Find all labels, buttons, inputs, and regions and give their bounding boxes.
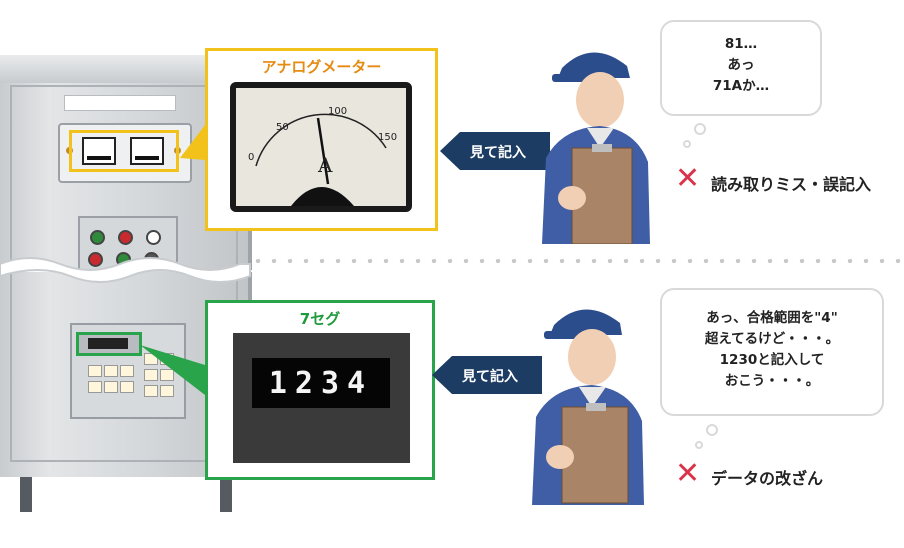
mistake-label-top: 読み取りミス・誤記入 <box>711 175 872 194</box>
look-and-record-arrow-top: 見て記入 <box>440 132 550 170</box>
keypad-key <box>120 381 134 393</box>
mini-segment-display <box>88 338 128 349</box>
look-and-record-label: 見て記入 <box>470 145 526 161</box>
thought-tail-dot <box>706 424 718 436</box>
meter-tick-label: 50 <box>276 122 289 133</box>
look-and-record-arrow-bottom: 見て記入 <box>432 356 542 394</box>
worker-clipboard-icon <box>542 52 650 244</box>
segment-display-screen: 1234 <box>252 358 390 408</box>
analog-meter-highlight <box>69 130 179 172</box>
machine-nameplate <box>64 95 176 111</box>
analog-meter-dial: 0 50 100 150 A <box>248 106 397 206</box>
red-button <box>118 230 133 245</box>
section-break-wave <box>0 257 251 283</box>
analog-meter-title: アナログメーター <box>261 58 382 76</box>
thought-tail-dot <box>694 123 706 135</box>
mini-analog-meter <box>82 137 116 165</box>
speech-line: おこう・・・。 <box>724 373 820 389</box>
thought-tail-dot <box>683 140 691 148</box>
speech-bubble-bottom: あっ、合格範囲を"4" 超えてるけど・・・。 1230と記入して おこう・・・。 <box>660 288 884 416</box>
segment-display-value: 1234 <box>268 365 374 401</box>
meter-tick-label: 100 <box>328 106 347 117</box>
segment-display-title: 7セグ <box>299 310 341 328</box>
worker-clipboard-icon <box>532 309 644 505</box>
keypad-key <box>160 385 174 397</box>
white-button <box>146 230 161 245</box>
cross-icon: ✕ <box>675 456 701 491</box>
cross-icon: ✕ <box>675 161 701 196</box>
analog-meter-pivot <box>291 187 354 206</box>
speech-line: 71Aか… <box>712 78 770 94</box>
keypad-key <box>88 365 102 377</box>
speech-line: 1230と記入して <box>719 352 825 368</box>
analog-callout-leader <box>180 125 205 160</box>
analog-meter-face: 0 50 100 150 A <box>230 82 412 212</box>
speech-line: 81… <box>724 36 758 52</box>
section-divider-dots <box>250 259 904 263</box>
segment-callout-leader <box>140 345 205 395</box>
machine-leg <box>20 477 32 512</box>
keypad-key <box>120 365 134 377</box>
keypad-key <box>104 381 118 393</box>
keypad-key <box>144 369 158 381</box>
meter-tick-label: 0 <box>248 152 254 163</box>
mini-analog-meter <box>130 137 164 165</box>
red-button <box>88 252 103 267</box>
keypad-key <box>88 381 102 393</box>
machine-leg <box>220 477 232 512</box>
look-and-record-label: 見て記入 <box>462 369 518 385</box>
speech-bubble-top: 81… あっ 71Aか… <box>660 20 822 116</box>
speech-line: あっ、合格範囲を"4" <box>706 310 838 326</box>
keypad-key <box>160 369 174 381</box>
speech-line: あっ <box>727 57 755 73</box>
green-button <box>90 230 105 245</box>
keypad-key <box>104 365 118 377</box>
keypad-key <box>144 385 158 397</box>
meter-unit-label: A <box>317 153 333 177</box>
speech-line: 超えてるけど・・・。 <box>704 331 840 347</box>
analog-meter-needle <box>316 117 330 185</box>
mistake-label-bottom: データの改ざん <box>711 469 824 488</box>
thought-tail-dot <box>695 441 703 449</box>
meter-tick-label: 150 <box>378 132 397 143</box>
